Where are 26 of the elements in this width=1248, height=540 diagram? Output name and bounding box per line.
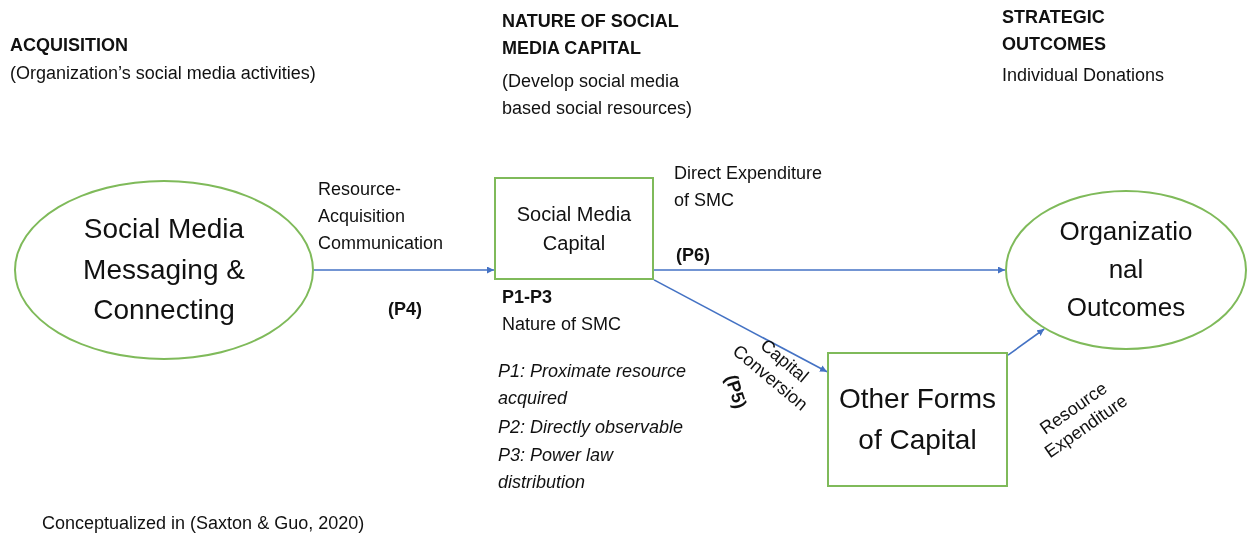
heading: NATURE OF SOCIAL MEDIA CAPITAL [502, 10, 680, 60]
heading: STRATEGIC OUTCOMES [1002, 6, 1107, 56]
caption: Conceptualized in (Saxton & Guo, 2020) [42, 512, 365, 535]
concept-box [494, 177, 654, 280]
arrow [313, 266, 495, 274]
subheading: (Organization’s social media activities) [10, 62, 317, 85]
node-text: Organizatio nal Outcomes [1058, 215, 1194, 324]
proposition-label: (P4) [388, 298, 422, 321]
note-text: P2: Directly observable [498, 416, 685, 439]
node-text: Social Media Messaging & Connecting [82, 212, 246, 328]
edge-label: Resource- Acquisition Communication [318, 178, 445, 255]
arrow [653, 266, 1006, 274]
note-text: Nature of SMC [502, 313, 623, 336]
arrow [653, 279, 828, 373]
heading: ACQUISITION [10, 34, 128, 57]
node-text: Other Forms of Capital [837, 381, 998, 457]
subheading: Individual Donations [1002, 64, 1166, 87]
note-text: P3: Power law distribution [498, 444, 615, 494]
edge-label: Direct Expenditure of SMC [674, 162, 824, 212]
concept-box [827, 352, 1008, 487]
node-text: Social Media Capital [515, 201, 633, 256]
note-text: P1: Proximate resource acquired [498, 360, 688, 410]
arrow [1007, 328, 1045, 356]
subheading: (Develop social media based social resources) [502, 70, 694, 120]
proposition-label: P1-P3 [502, 286, 553, 309]
proposition-label: (P6) [676, 244, 710, 267]
